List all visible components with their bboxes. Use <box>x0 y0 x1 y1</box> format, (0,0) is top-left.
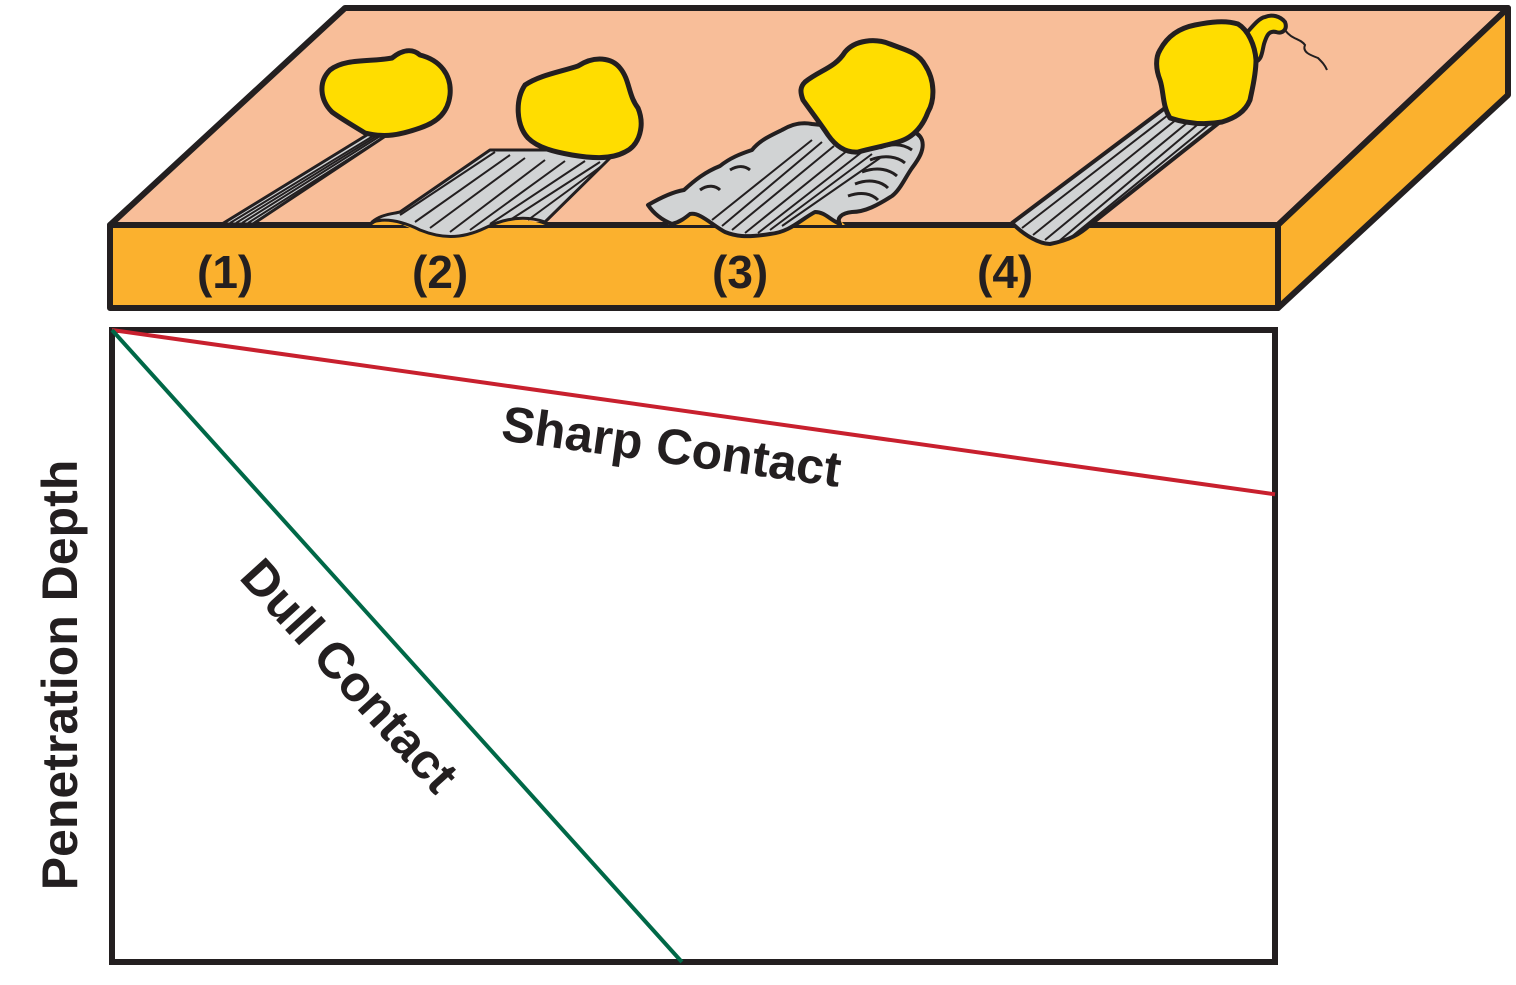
contact-mode-4: (4) <box>977 13 1328 298</box>
abrasive-particle-4 <box>1154 19 1259 127</box>
contact-mode-2: (2) <box>370 56 644 298</box>
dull-contact-line <box>110 328 684 964</box>
abrasive-particle-2 <box>515 56 644 161</box>
groove-3-striations <box>711 139 881 234</box>
chart-frame <box>109 327 1278 965</box>
penetration-depth-chart: Sharp Contact Dull Contact Penetration D… <box>32 327 1278 965</box>
abrasive-particle-1 <box>319 48 453 138</box>
plate-front-face <box>107 222 1281 311</box>
chip-4-tail <box>1284 29 1328 71</box>
y-axis-label: Penetration Depth <box>32 460 88 891</box>
abrasive-particle-3 <box>798 38 936 155</box>
mode-label-2: (2) <box>412 246 468 298</box>
groove-4-striations <box>1021 111 1213 243</box>
contact-mode-1: (1) <box>197 48 453 298</box>
contact-mode-3: (3) <box>646 38 936 298</box>
groove-2-striations <box>399 151 604 233</box>
sharp-contact-line <box>111 328 1276 497</box>
mode-label-1: (1) <box>197 246 253 298</box>
mode-label-4: (4) <box>977 246 1033 298</box>
groove-1-striations <box>229 132 386 224</box>
mode-label-3: (3) <box>712 246 768 298</box>
